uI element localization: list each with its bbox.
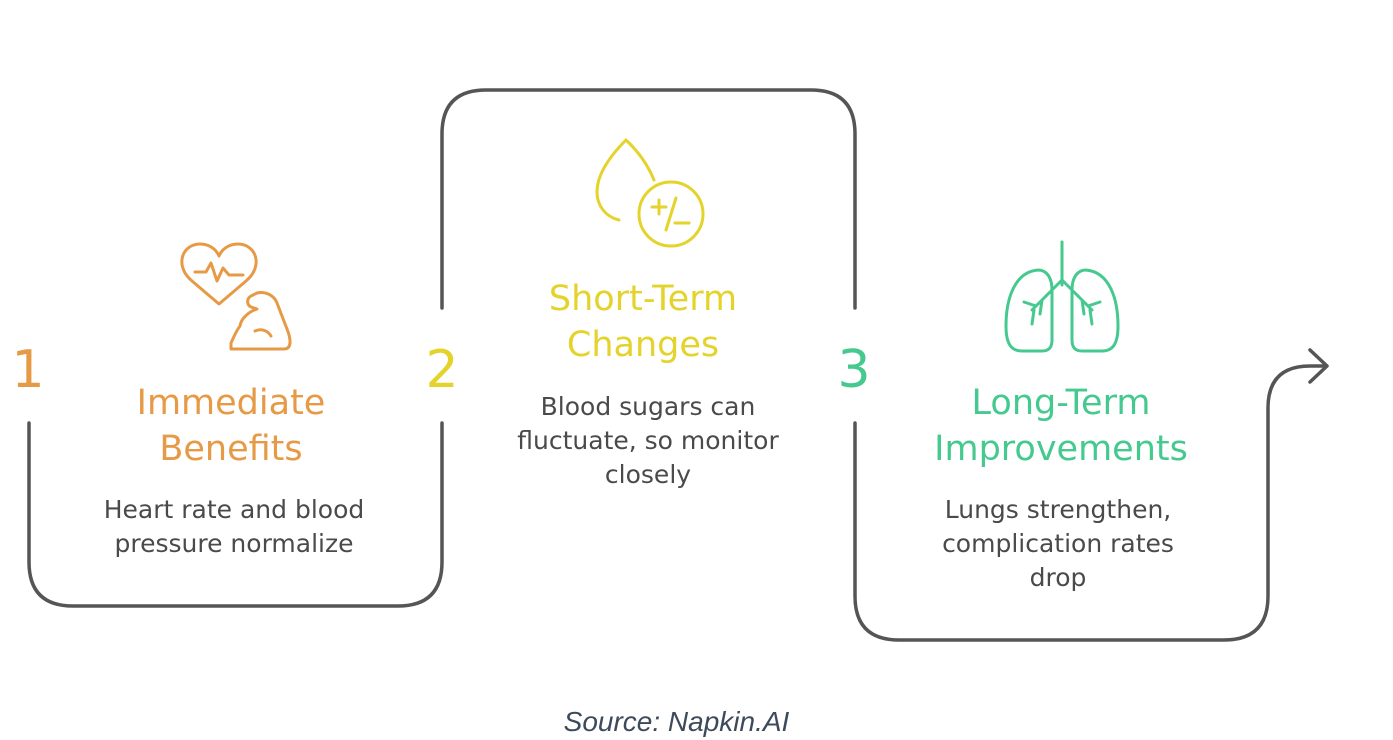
step-3-number: 3 [837,340,871,400]
step-1-number: 1 [11,340,45,400]
step-3-title: Long-Term Improvements [934,383,1188,469]
drop-plus-minus-icon [595,138,705,248]
heart-pulse-arm-icon [180,242,292,351]
source-caption: Source: Napkin.AI [563,706,790,737]
step-2-title: Short-Term Changes [548,279,738,365]
step-1-title: Immediate Benefits [136,383,326,469]
step-1-description: Heart rate and blood pressure normalize [103,495,365,558]
step-2-description: Blood sugars can fluctuate, so monitor c… [517,392,779,489]
step-3-description: Lungs strengthen, complication rates dro… [942,495,1174,592]
connector-path [27,88,1328,642]
lungs-icon [1004,240,1120,353]
arrow-head-icon [1308,348,1329,384]
step-2-number: 2 [425,340,459,400]
